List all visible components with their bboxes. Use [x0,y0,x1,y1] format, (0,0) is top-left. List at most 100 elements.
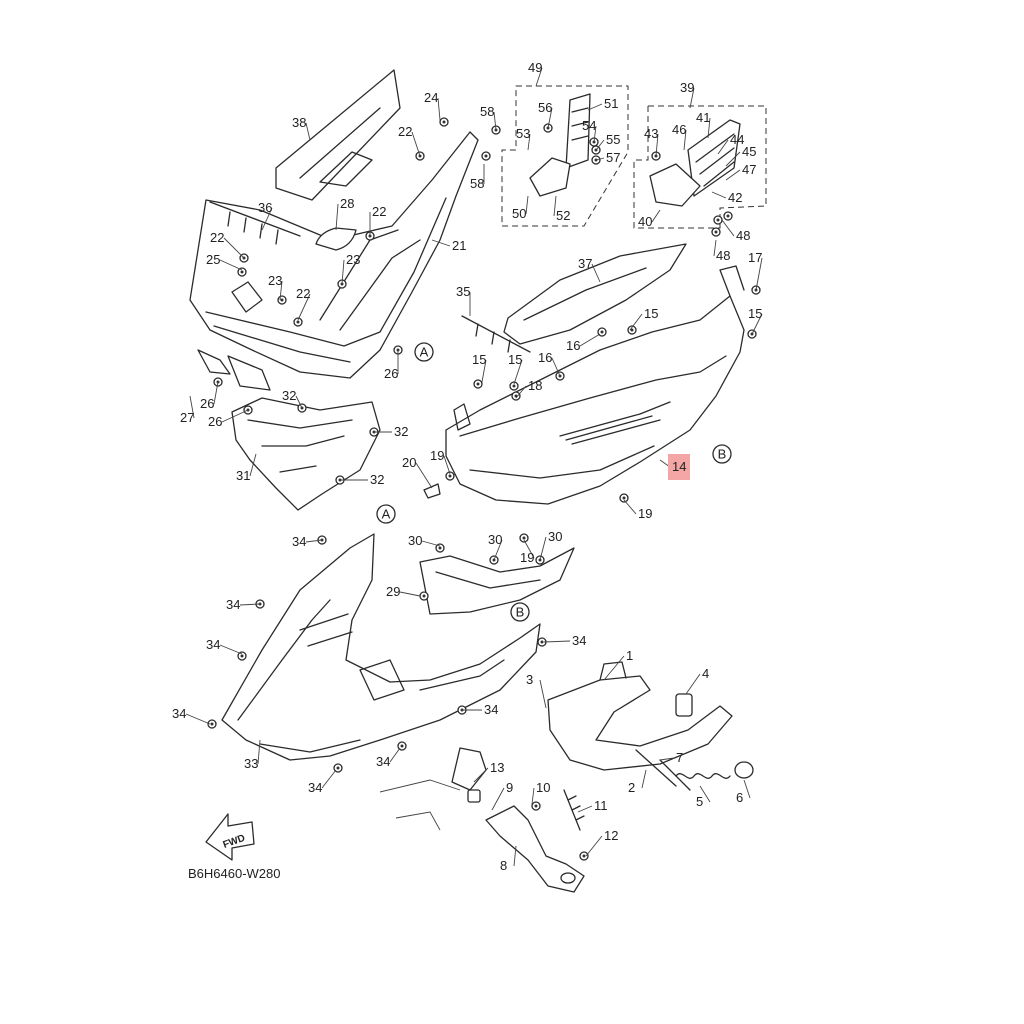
part-number-30[interactable]: 30 [488,532,502,547]
part-number-40[interactable]: 40 [638,214,652,229]
part-number-33[interactable]: 33 [244,756,258,771]
part-number-49[interactable]: 49 [528,60,542,75]
part-number-44[interactable]: 44 [730,132,744,147]
part-number-30[interactable]: 30 [408,533,422,548]
part-number-32[interactable]: 32 [394,424,408,439]
leader-line [297,293,311,321]
part-33-underside-cover [221,533,541,761]
part-number-58[interactable]: 58 [480,104,494,119]
part-number-39[interactable]: 39 [680,80,694,95]
part-number-34[interactable]: 34 [172,706,186,721]
part-number-23[interactable]: 23 [346,252,360,267]
part-number-16[interactable]: 16 [566,338,580,353]
part-number-22[interactable]: 22 [398,124,412,139]
part-number-26[interactable]: 26 [208,414,222,429]
leader-line [689,87,695,109]
part-number-3[interactable]: 3 [526,672,533,687]
part-number-34[interactable]: 34 [292,534,306,549]
part-number-32[interactable]: 32 [370,472,384,487]
part-number-34[interactable]: 34 [226,597,240,612]
part-number-15[interactable]: 15 [508,352,522,367]
part-number-4[interactable]: 4 [702,666,709,681]
part-number-6[interactable]: 6 [736,790,743,805]
part-number-7[interactable]: 7 [676,750,683,765]
part-number-19[interactable]: 19 [430,448,444,463]
part-number-37[interactable]: 37 [578,256,592,271]
leader-line [595,157,605,161]
part-number-19[interactable]: 19 [520,550,534,565]
part-number-27[interactable]: 27 [180,410,194,425]
part-number-56[interactable]: 56 [538,100,552,115]
reference-marker-a[interactable]: A [382,507,391,522]
part-number-47[interactable]: 47 [742,162,756,177]
part-number-34[interactable]: 34 [376,754,390,769]
part-number-36[interactable]: 36 [258,200,272,215]
part-number-43[interactable]: 43 [644,126,658,141]
part-number-34[interactable]: 34 [572,633,586,648]
part-number-24[interactable]: 24 [424,90,438,105]
part-number-25[interactable]: 25 [206,252,220,267]
part-number-1[interactable]: 1 [626,648,633,663]
part-number-28[interactable]: 28 [340,196,354,211]
part-number-5[interactable]: 5 [696,794,703,809]
part-number-52[interactable]: 52 [556,208,570,223]
part-number-16[interactable]: 16 [538,350,552,365]
reference-marker-a[interactable]: A [420,345,429,360]
part-number-12[interactable]: 12 [604,828,618,843]
part-number-13[interactable]: 13 [490,760,504,775]
part-number-26[interactable]: 26 [200,396,214,411]
part-number-20[interactable]: 20 [402,455,416,470]
part-number-34[interactable]: 34 [308,780,322,795]
part-number-31[interactable]: 31 [236,468,250,483]
reference-marker-b[interactable]: B [718,447,727,462]
part-number-2[interactable]: 2 [628,780,635,795]
part-number-15[interactable]: 15 [748,306,762,321]
part-number-51[interactable]: 51 [604,96,618,111]
part-number-32[interactable]: 32 [282,388,296,403]
leader-line [725,169,741,181]
part-number-34[interactable]: 34 [484,702,498,717]
leader-line [535,67,543,87]
part-number-15[interactable]: 15 [644,306,658,321]
part-number-8[interactable]: 8 [500,858,507,873]
part-number-22[interactable]: 22 [296,286,310,301]
part-number-14[interactable]: 14 [672,459,686,474]
part-number-55[interactable]: 55 [606,132,620,147]
part-35-clip-strip [461,315,531,353]
part-number-18[interactable]: 18 [528,378,542,393]
part-number-41[interactable]: 41 [696,110,710,125]
part-number-10[interactable]: 10 [536,780,550,795]
part-number-38[interactable]: 38 [292,115,306,130]
part-number-19[interactable]: 19 [638,506,652,521]
part-number-50[interactable]: 50 [512,206,526,221]
part-number-30[interactable]: 30 [548,529,562,544]
part-number-29[interactable]: 29 [386,584,400,599]
part-number-22[interactable]: 22 [372,204,386,219]
part-number-48[interactable]: 48 [716,248,730,263]
fastener-center [240,270,244,274]
part-number-17[interactable]: 17 [748,250,762,265]
part-number-58[interactable]: 58 [470,176,484,191]
part-number-54[interactable]: 54 [582,118,596,133]
part-28-cover [315,227,357,251]
part-number-35[interactable]: 35 [456,284,470,299]
part-number-48[interactable]: 48 [736,228,750,243]
leader-line [431,239,451,247]
part-number-46[interactable]: 46 [672,122,686,137]
part-number-34[interactable]: 34 [206,637,220,652]
reference-marker-b[interactable]: B [516,605,525,620]
part-number-45[interactable]: 45 [742,144,756,159]
part-number-11[interactable]: 11 [594,798,608,813]
part-number-21[interactable]: 21 [452,238,466,253]
part-number-57[interactable]: 57 [606,150,620,165]
part-number-42[interactable]: 42 [728,190,742,205]
part-number-9[interactable]: 9 [506,780,513,795]
part-number-53[interactable]: 53 [516,126,530,141]
part-number-23[interactable]: 23 [268,273,282,288]
leader-line [551,357,561,377]
part-number-26[interactable]: 26 [384,366,398,381]
leader-line [249,453,257,477]
part-number-15[interactable]: 15 [472,352,486,367]
leader-line [587,103,603,111]
part-number-22[interactable]: 22 [210,230,224,245]
